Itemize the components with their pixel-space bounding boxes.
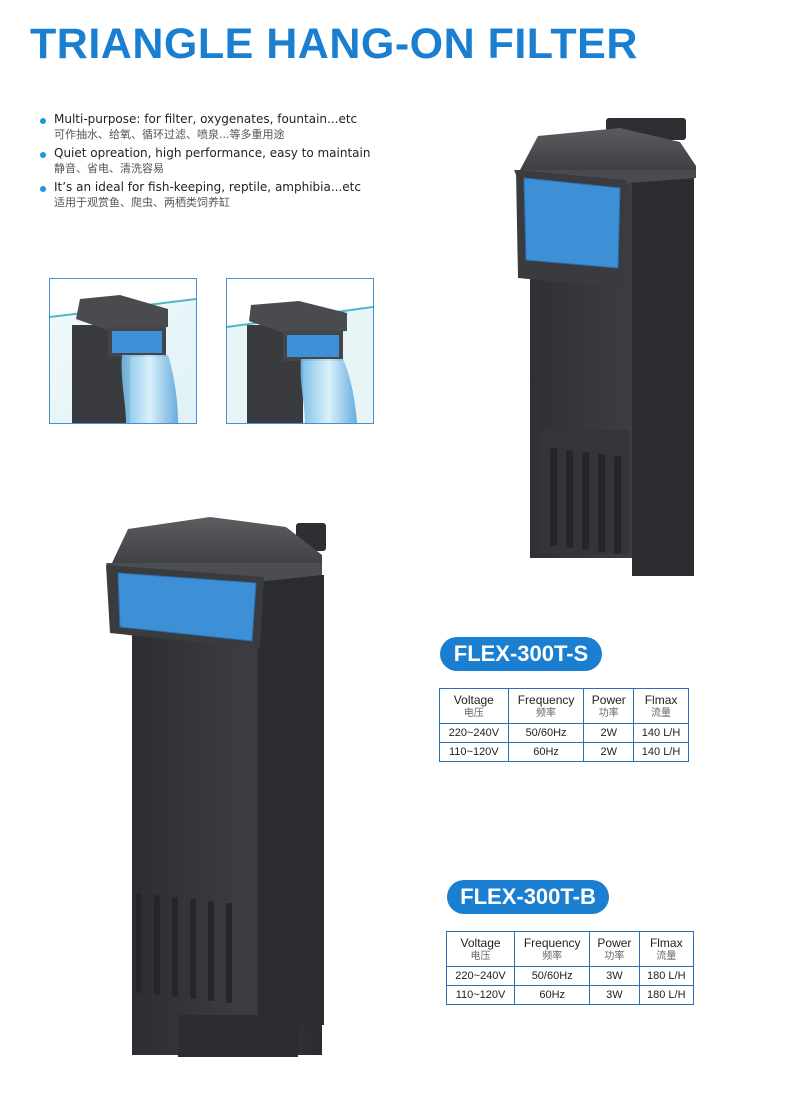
cell-power: 3W [589,985,640,1005]
cell-frequency: 50/60Hz [514,966,591,986]
product-image-small [514,118,696,576]
feature-text-en: Multi-purpose: for filter, oxygenates, f… [54,112,358,126]
table-row: 110~120V 60Hz 2W 140 L/H [439,742,689,762]
feature-text-cn: 可作抽水、给氧、循环过滤、喷泉...等多重用途 [54,128,285,141]
bullet-icon [40,118,46,124]
feature-text-en: Quiet opreation, high performance, easy … [54,146,371,160]
feature-item: Multi-purpose: for filter, oxygenates, f… [40,112,480,142]
feature-list: Multi-purpose: for filter, oxygenates, f… [40,112,480,214]
bullet-icon [40,152,46,158]
feature-text-cn: 适用于观赏鱼、爬虫、两栖类饲养缸 [54,196,230,209]
cell-voltage: 220~240V [445,966,516,986]
cell-voltage: 110~120V [439,742,509,762]
cell-power: 3W [589,966,640,986]
cell-frequency: 50/60Hz [507,723,585,743]
cell-voltage: 220~240V [439,723,509,743]
feature-text-cn: 静音、省电、清洗容易 [54,162,164,175]
feature-text-en: It’s an ideal for fish-keeping, reptile,… [54,180,361,194]
cell-power: 2W [583,742,635,762]
page-title: TRIANGLE HANG-ON FILTER [30,20,638,68]
cell-frequency: 60Hz [507,742,585,762]
usage-photo-1 [49,278,197,424]
cell-frequency: 60Hz [514,985,591,1005]
bullet-icon [40,186,46,192]
cell-flmax: 140 L/H [633,723,689,743]
usage-photo-2 [226,278,374,424]
cell-flmax: 180 L/H [638,966,695,986]
cell-flmax: 180 L/H [638,985,695,1005]
table-row: 220~240V 50/60Hz 3W 180 L/H [445,966,695,986]
table-row: 220~240V 50/60Hz 2W 140 L/H [439,723,689,743]
feature-item: Quiet opreation, high performance, easy … [40,146,480,176]
model-label-b: FLEX-300T-B [447,880,609,914]
model-label-s: FLEX-300T-S [440,637,602,671]
feature-item: It’s an ideal for fish-keeping, reptile,… [40,180,480,210]
cell-power: 2W [583,723,635,743]
product-image-large [106,517,326,1057]
cell-flmax: 140 L/H [633,742,689,762]
table-row: 110~120V 60Hz 3W 180 L/H [445,985,695,1005]
cell-voltage: 110~120V [445,985,516,1005]
